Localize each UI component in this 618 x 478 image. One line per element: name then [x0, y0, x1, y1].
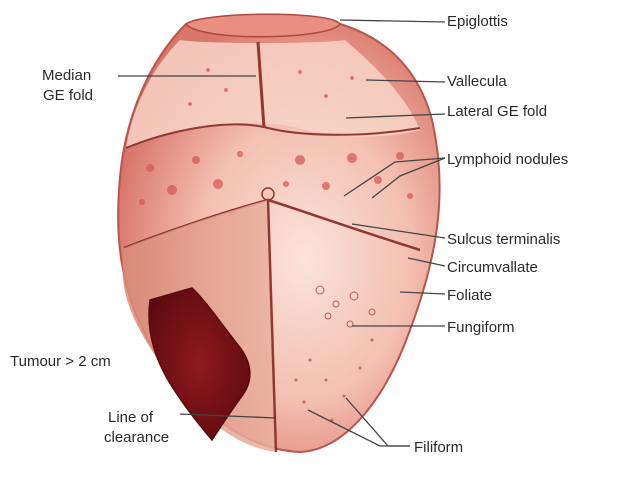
label-median-ge-fold-line1: Median	[42, 66, 91, 85]
label-fungiform: Fungiform	[447, 318, 515, 337]
label-epiglottis: Epiglottis	[447, 12, 508, 31]
label-tumour: Tumour > 2 cm	[10, 352, 111, 371]
label-lymphoid-nodules: Lymphoid nodules	[447, 150, 568, 169]
label-foliate: Foliate	[447, 286, 492, 305]
label-sulcus-terminalis: Sulcus terminalis	[447, 230, 560, 249]
label-line-of-clearance-line2: clearance	[104, 428, 169, 447]
epiglottis-shape	[186, 14, 340, 37]
label-lateral-ge-fold: Lateral GE fold	[447, 102, 547, 121]
label-line-of-clearance-line1: Line of	[108, 408, 153, 427]
foramen-caecum	[262, 188, 274, 200]
label-vallecula: Vallecula	[447, 72, 507, 91]
label-circumvallate: Circumvallate	[447, 258, 538, 277]
label-filiform: Filiform	[414, 438, 463, 457]
label-median-ge-fold-line2: GE fold	[43, 86, 93, 105]
